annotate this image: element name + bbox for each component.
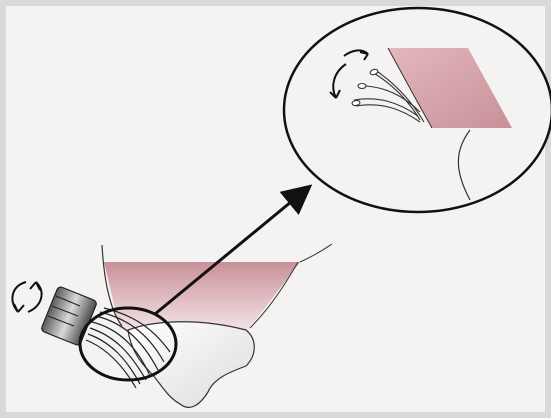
inset-detail bbox=[284, 8, 551, 212]
